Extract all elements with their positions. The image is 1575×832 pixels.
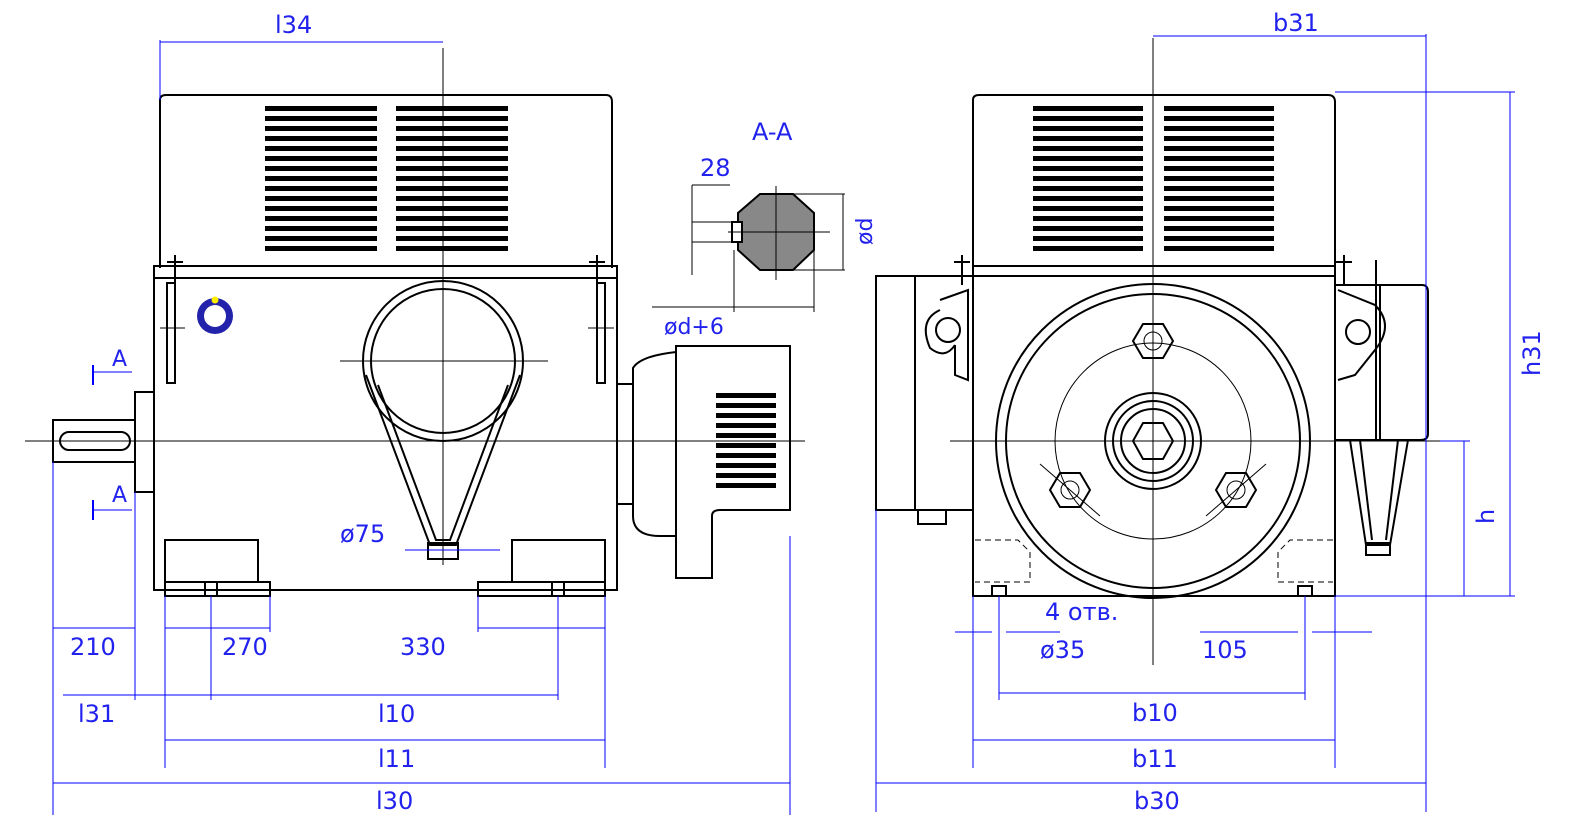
bolt-left <box>1039 463 1101 517</box>
end-fan-cowl <box>1335 260 1429 556</box>
label-270: 270 <box>222 633 268 661</box>
foot-left <box>164 539 271 597</box>
label-dia-35: ø35 <box>1040 636 1085 664</box>
label-key-depth: ød+6 <box>664 315 724 340</box>
end-frame <box>972 265 1336 597</box>
label-l30: l30 <box>376 787 413 815</box>
terminal-box <box>340 280 548 560</box>
label-330: 330 <box>400 633 446 661</box>
end-terminal-box <box>875 275 974 511</box>
vent-grille-left <box>265 106 377 251</box>
label-210: 210 <box>70 633 116 661</box>
label-b10: b10 <box>1132 699 1178 727</box>
dimension-lines-side <box>52 40 791 815</box>
label-h31: h31 <box>1518 330 1546 376</box>
label-l10: l10 <box>378 700 415 728</box>
label-section-mark-top: A <box>112 347 127 372</box>
rotation-marker-icon <box>197 296 233 334</box>
label-shaft-dia: ød <box>853 218 878 245</box>
label-b30: b30 <box>1134 787 1180 815</box>
fan-cowl <box>616 345 791 579</box>
end-vent-grille-left <box>1033 106 1143 251</box>
side-view <box>25 40 805 815</box>
dimension-lines-end <box>875 34 1515 812</box>
label-key-width: 28 <box>700 154 731 182</box>
label-section-title: A-A <box>752 118 793 146</box>
end-vent-grille-right <box>1164 106 1274 251</box>
label-holes: 4 отв. <box>1045 598 1118 626</box>
dimension-labels: l34 b31 h31 h A-A 28 ød ød+6 A A ø75 210… <box>70 9 1546 815</box>
label-105: 105 <box>1202 636 1248 664</box>
end-lifting-eye-right <box>1336 255 1386 381</box>
label-dia-75: ø75 <box>340 520 385 548</box>
section-marker-top <box>92 365 132 385</box>
cooler-housing <box>159 94 613 268</box>
lifting-eye-right <box>589 255 606 384</box>
label-h: h <box>1472 509 1500 524</box>
label-l34: l34 <box>275 11 312 39</box>
vent-grille-right <box>396 106 508 251</box>
end-lifting-eye-left <box>924 255 970 382</box>
end-cooler-housing <box>972 94 1336 268</box>
label-b11: b11 <box>1132 745 1178 773</box>
section-aa <box>652 184 845 312</box>
section-marker-bottom <box>92 500 132 520</box>
foot-right <box>477 539 606 597</box>
label-l31: l31 <box>78 700 115 728</box>
label-section-mark-bottom: A <box>112 483 127 508</box>
bolt-right <box>1205 463 1267 517</box>
shaft-end <box>52 391 155 493</box>
label-b31: b31 <box>1273 9 1319 37</box>
end-view <box>875 34 1515 812</box>
lifting-eye-left <box>166 255 183 384</box>
label-l11: l11 <box>378 745 415 773</box>
